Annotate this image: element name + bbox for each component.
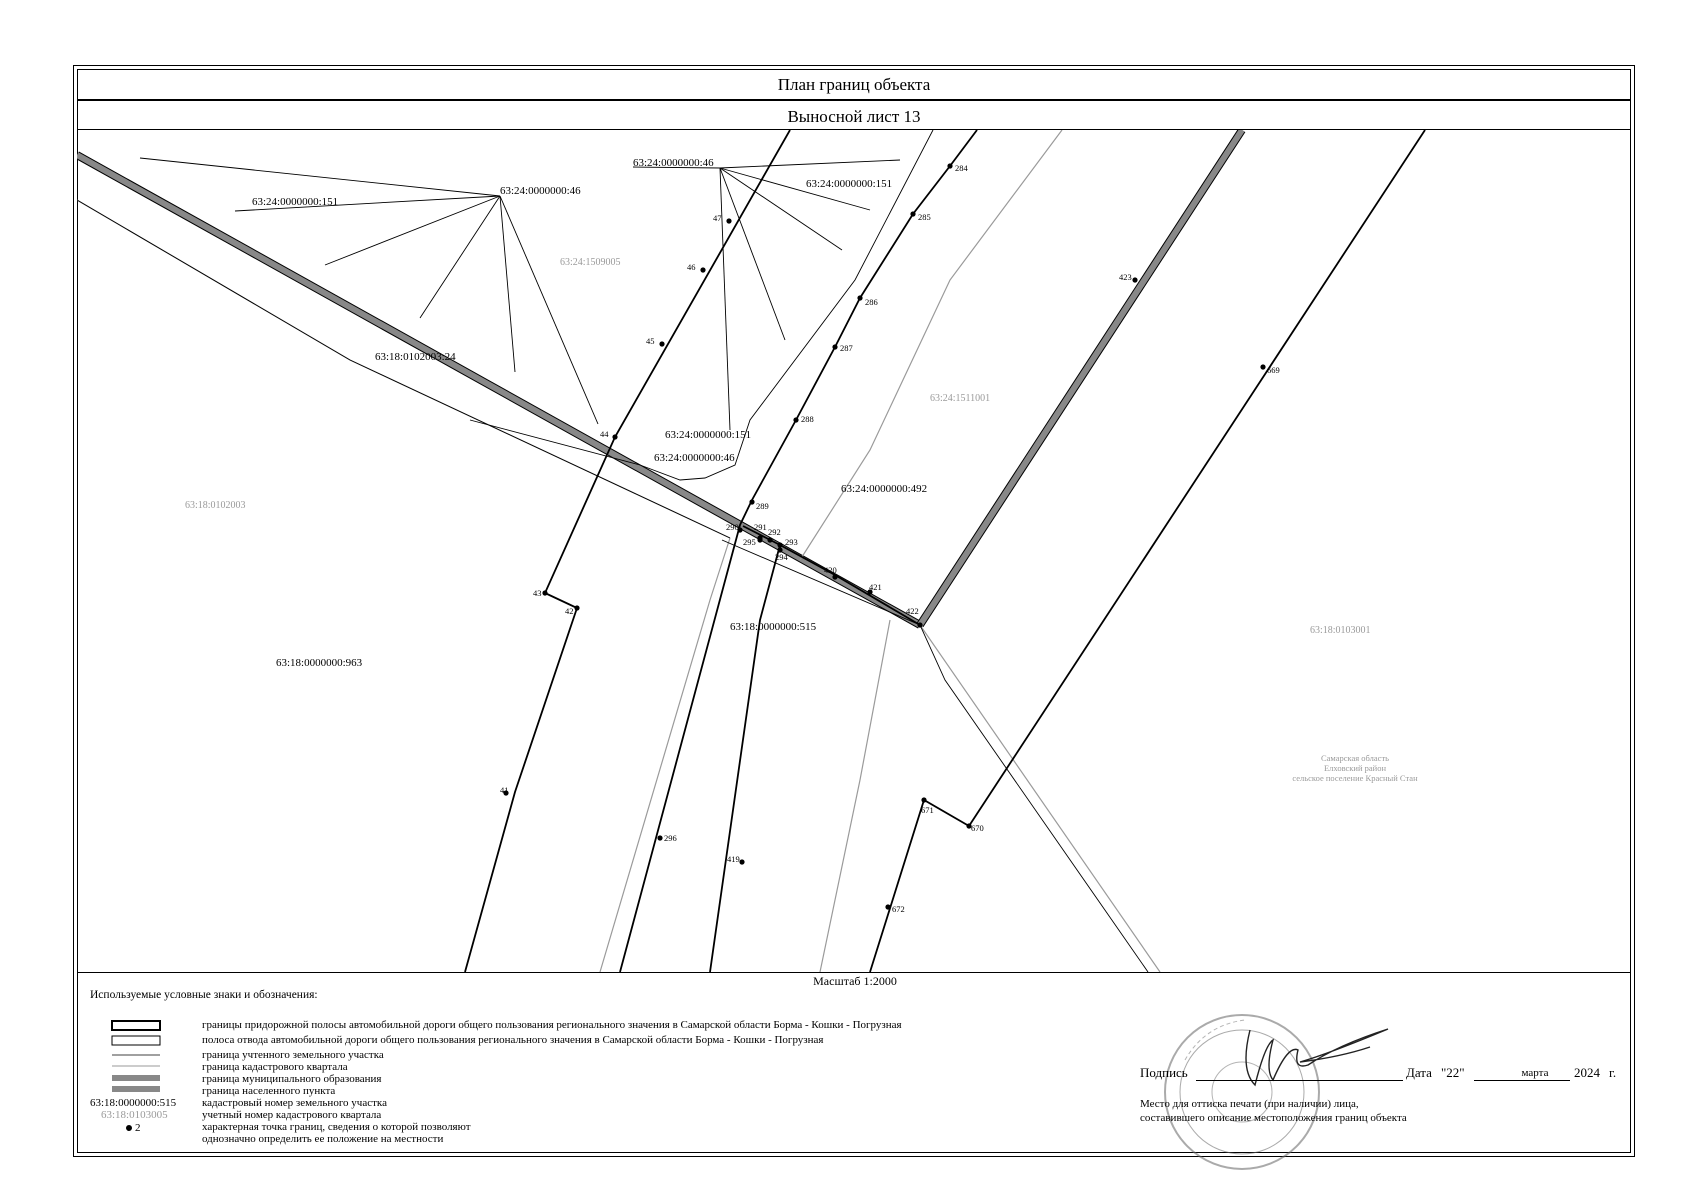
- stamp-note: Место для оттиска печати (при наличии) л…: [1140, 1097, 1407, 1125]
- point-label: 43: [533, 588, 542, 598]
- date-day: "22": [1441, 1065, 1465, 1080]
- handwritten-signature: [1245, 1028, 1389, 1087]
- parcel-labels: 63:24:0000000:151 63:24:0000000:46 63:24…: [252, 157, 927, 669]
- parcel-label: 63:18:0000000:515: [730, 621, 817, 633]
- sheet-subtitle: Выносной лист 13: [77, 100, 1631, 130]
- parcel-label: 63:24:0000000:151: [665, 429, 751, 441]
- legend-item: граница кадастрового квартала: [202, 1061, 348, 1073]
- point-label: 290: [726, 522, 739, 532]
- legend-item: учетный номер кадастрового квартала: [202, 1109, 382, 1121]
- parcel-boundaries: [77, 130, 1149, 972]
- quarter-label: 63:18:0103001: [1310, 625, 1371, 636]
- point-label: 423: [1119, 272, 1132, 282]
- point-label: 672: [892, 904, 905, 914]
- point-labels: 41 42 43 44 45 46 47 284 285 286 287 288…: [500, 163, 1280, 914]
- parcel-label: 63:24:0000000:151: [806, 178, 892, 190]
- point-label: 47: [713, 213, 722, 223]
- stamp-note-line: Место для оттиска печати (при наличии) л…: [1140, 1098, 1359, 1110]
- stamp-seal: [1164, 1014, 1320, 1170]
- point-label: 286: [865, 297, 878, 307]
- parcel-label: 63:18:0102003:24: [375, 351, 456, 363]
- point-label: 291: [754, 522, 767, 532]
- point-label: 285: [918, 212, 931, 222]
- point-label: 296: [664, 833, 677, 843]
- legend-item: границы придорожной полосы автомобильной…: [202, 1019, 902, 1031]
- region-label: Самарская область Елховский район сельск…: [1292, 753, 1418, 783]
- legend-item: характерная точка границ, сведения о кот…: [202, 1121, 471, 1133]
- parcel-label: 63:18:0000000:963: [276, 657, 363, 669]
- legend-sample-point: 2: [135, 1122, 141, 1134]
- quarter-labels: 63:24:1509005 63:24:1511001 63:18:010200…: [185, 257, 1371, 636]
- point-label: 289: [756, 501, 769, 511]
- point-label: 670: [971, 823, 984, 833]
- outer-frame: [73, 65, 1635, 1157]
- legend-item: граница учтенного земельного участка: [202, 1049, 384, 1061]
- map-geometry: 41 42 43 44 45 46 47 284 285 286 287 288…: [77, 130, 1426, 972]
- legend-item: кадастровый номер земельного участка: [202, 1097, 387, 1109]
- point-label: 671: [921, 805, 934, 815]
- parcel-label: 63:24:0000000:46: [633, 157, 714, 169]
- parcel-label: 63:24:0000000:46: [654, 452, 735, 464]
- point-label: 421: [869, 582, 882, 592]
- legend-heading: Используемые условные знаки и обозначени…: [90, 989, 318, 1001]
- page-title: План границ объекта: [77, 69, 1631, 100]
- point-label: 287: [840, 343, 853, 353]
- date-label: Дата: [1406, 1065, 1432, 1080]
- date-month-line: [1474, 1080, 1570, 1081]
- point-label: 295: [743, 537, 756, 547]
- quarter-label: 63:18:0102003: [185, 500, 246, 511]
- boundary-points: [503, 163, 1266, 910]
- legend-item: полоса отвода автомобильной дороги общег…: [202, 1034, 824, 1046]
- legend-item: граница населенного пункта: [202, 1085, 336, 1097]
- scale-label: Масштаб 1:2000: [813, 974, 897, 988]
- point-label: 45: [646, 336, 655, 346]
- legend-sample-quarter: 63:18:0103005: [101, 1109, 168, 1121]
- point-label: 292: [768, 527, 781, 537]
- point-label: 41: [500, 785, 509, 795]
- point-label: 46: [687, 262, 696, 272]
- quarter-label: 63:24:1509005: [560, 257, 621, 268]
- legend-item: однозначно определить ее положение на ме…: [202, 1133, 444, 1145]
- point-label: 44: [600, 429, 609, 439]
- parcel-label: 63:24:0000000:46: [500, 185, 581, 197]
- region-label-line: Елховский район: [1324, 763, 1387, 773]
- point-label: 288: [801, 414, 814, 424]
- signature-label: Подпись: [1140, 1065, 1188, 1080]
- inner-frame: [77, 69, 1631, 1153]
- point-label: 42: [565, 606, 574, 616]
- point-label: 422: [906, 606, 919, 616]
- signature-line: [1196, 1080, 1403, 1081]
- legend-item: граница муниципального образования: [202, 1073, 382, 1085]
- region-label-line: Самарская область: [1321, 753, 1389, 763]
- parcel-label: 63:24:0000000:151: [252, 196, 338, 208]
- point-label: 419: [727, 854, 740, 864]
- point-label: 669: [1267, 365, 1280, 375]
- parcel-label: 63:24:0000000:492: [841, 483, 927, 495]
- map-divider: [77, 972, 1631, 973]
- date-year: 2024: [1574, 1065, 1600, 1080]
- point-label: 294: [775, 552, 789, 562]
- quarter-label: 63:24:1511001: [930, 393, 990, 404]
- legend-sample-parcel: 63:18:0000000:515: [90, 1097, 177, 1109]
- date-year-suffix: г.: [1609, 1065, 1617, 1080]
- region-label-line: сельское поселение Красный Стан: [1292, 773, 1418, 783]
- date-month: марта: [1521, 1067, 1549, 1079]
- point-label: 293: [785, 537, 798, 547]
- point-label: 420: [824, 565, 837, 575]
- stamp-note-line: составившего описание местоположения гра…: [1140, 1112, 1407, 1124]
- point-label: 284: [955, 163, 969, 173]
- legend-symbols: [111, 1020, 161, 1131]
